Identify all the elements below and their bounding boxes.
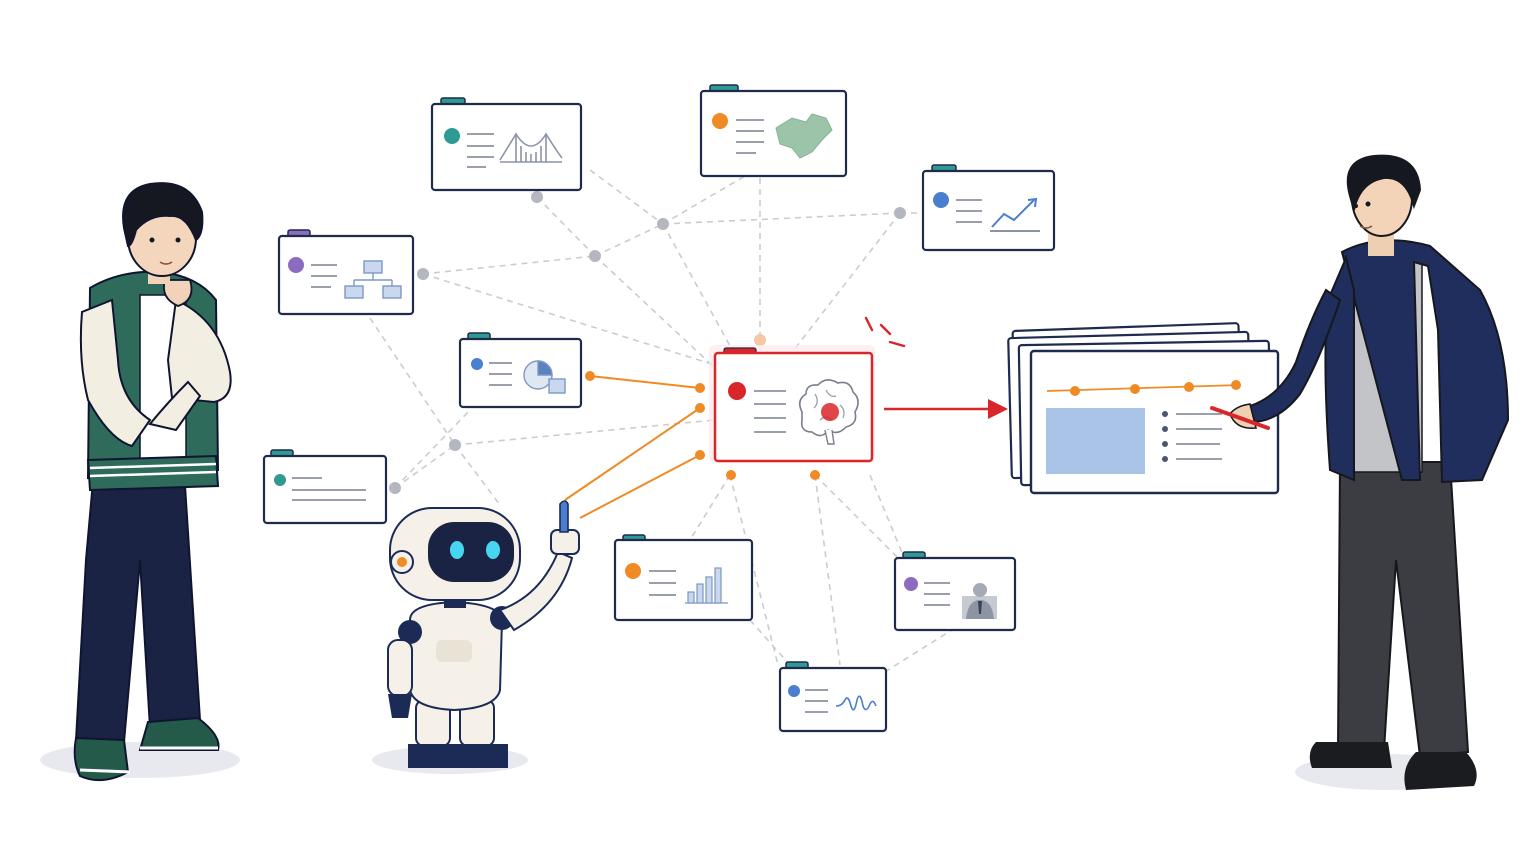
network-nodes [389, 191, 906, 494]
presenter-figure [1210, 154, 1510, 790]
bar-card[interactable] [613, 534, 754, 622]
text-lines-icon [292, 477, 366, 501]
person-icon [962, 583, 997, 619]
trend-card[interactable] [921, 164, 1056, 252]
waveform-icon [835, 695, 877, 711]
right-shoe-icon [138, 716, 220, 751]
brain-icon [798, 379, 859, 445]
pie-chart-icon [523, 360, 566, 394]
wave-card[interactable] [778, 661, 888, 733]
presenter-left-shoe-icon [1309, 742, 1392, 768]
attention-spark-icon [864, 316, 906, 348]
bridge-card[interactable] [430, 97, 583, 192]
trend-chart-icon [990, 197, 1040, 232]
org-card[interactable] [277, 229, 415, 316]
map-icon [775, 113, 833, 159]
robot-link-nodes [585, 371, 820, 480]
flowchart-icon [344, 260, 402, 299]
output-card-stack[interactable] [1007, 322, 1280, 495]
left-shoe-icon [73, 736, 130, 782]
bar-chart-icon [685, 567, 728, 604]
brain-card[interactable] [709, 316, 906, 463]
bridge-icon [499, 132, 563, 163]
person-card[interactable] [893, 551, 1017, 632]
robot-figure [372, 500, 580, 774]
map-card[interactable] [699, 84, 848, 178]
robot-links [564, 375, 701, 519]
pen-icon [1210, 406, 1270, 430]
pie-card[interactable] [458, 332, 583, 409]
text-card[interactable] [262, 449, 388, 525]
student-figure [40, 182, 240, 782]
presenter-right-shoe-icon [1404, 752, 1477, 790]
timeline-slide-icon [1046, 380, 1241, 474]
network-edges [369, 167, 1055, 676]
